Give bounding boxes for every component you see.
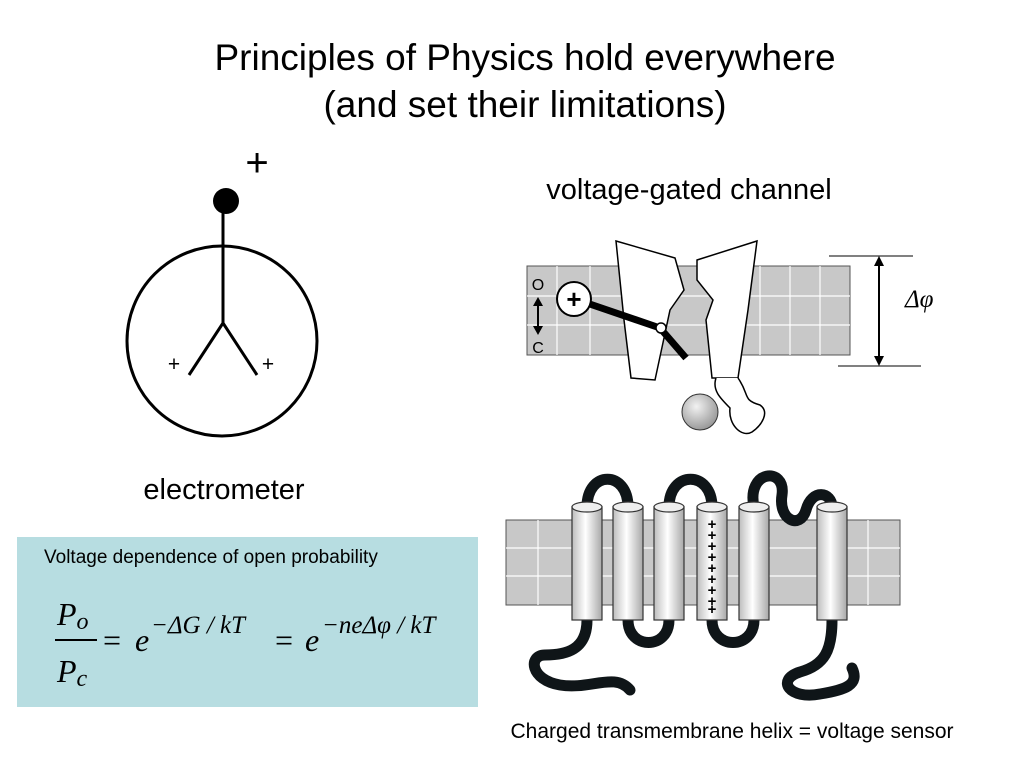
helix-charge: + [708, 549, 717, 566]
gate-hinge [655, 322, 667, 334]
exp-base-1: e [135, 622, 149, 658]
slide-title: Principles of Physics hold everywhere (a… [0, 34, 1024, 128]
helix-charge: + [708, 516, 717, 533]
helix-charge: + [708, 560, 717, 577]
sensor-caption: Charged transmembrane helix = voltage se… [511, 720, 954, 743]
inactivation-ball [681, 393, 719, 431]
title-line-2: (and set their limitations) [323, 84, 727, 125]
gate-charge-sign: + [566, 284, 581, 314]
helix-charge: + [708, 571, 717, 588]
voltage-dependence-equation: Po Pc = e −ΔG / kT = e −neΔφ / kT [55, 596, 438, 692]
fraction-numerator: Po [56, 596, 89, 635]
electrometer-knob [213, 188, 239, 214]
channel-right-subunit [696, 239, 758, 379]
electrometer-leaves [187, 320, 259, 376]
helix-charge: + [708, 582, 717, 599]
gate-lever [576, 296, 662, 332]
exp-base-2: e [305, 622, 319, 658]
peptide-chain [528, 470, 860, 701]
helix-6 [816, 501, 848, 621]
helix-4-voltage-sensor [696, 501, 728, 621]
top-charge-sign: + [245, 141, 268, 185]
equation-box [17, 537, 478, 707]
channel-left-subunit [615, 239, 685, 381]
helix-2 [612, 501, 644, 621]
helix-3 [653, 501, 685, 621]
equals-sign-1: = [103, 622, 121, 658]
closed-state-label: C [532, 340, 544, 357]
equation-heading: Voltage dependence of open probability [44, 547, 378, 568]
leaf-charge-left: + [168, 353, 180, 376]
potential-marker [829, 255, 921, 367]
helix-charge: + [708, 601, 717, 618]
gating-arrow [533, 297, 543, 335]
fraction-denominator: Pc [56, 653, 88, 692]
helix-charge: + [708, 593, 717, 610]
channel-tail [714, 377, 766, 435]
open-state-label: O [532, 277, 544, 294]
gate-charge [556, 281, 592, 317]
potential-label: Δφ [904, 286, 934, 313]
electrometer: + + + [125, 141, 319, 438]
equals-sign-2: = [275, 622, 293, 658]
helix-charge: + [708, 527, 717, 544]
helix-charge: + [708, 538, 717, 555]
exponent-1: −ΔG / kT [151, 612, 247, 639]
title-line-1: Principles of Physics hold everywhere [214, 37, 836, 78]
exponent-2: −neΔφ / kT [322, 612, 438, 639]
helix-5 [738, 501, 770, 621]
electrometer-label: electrometer [143, 474, 305, 506]
leaf-charge-right: + [262, 353, 274, 376]
channel-label: voltage-gated channel [546, 174, 831, 206]
gate-flap [657, 325, 689, 361]
helix-1 [571, 501, 603, 621]
